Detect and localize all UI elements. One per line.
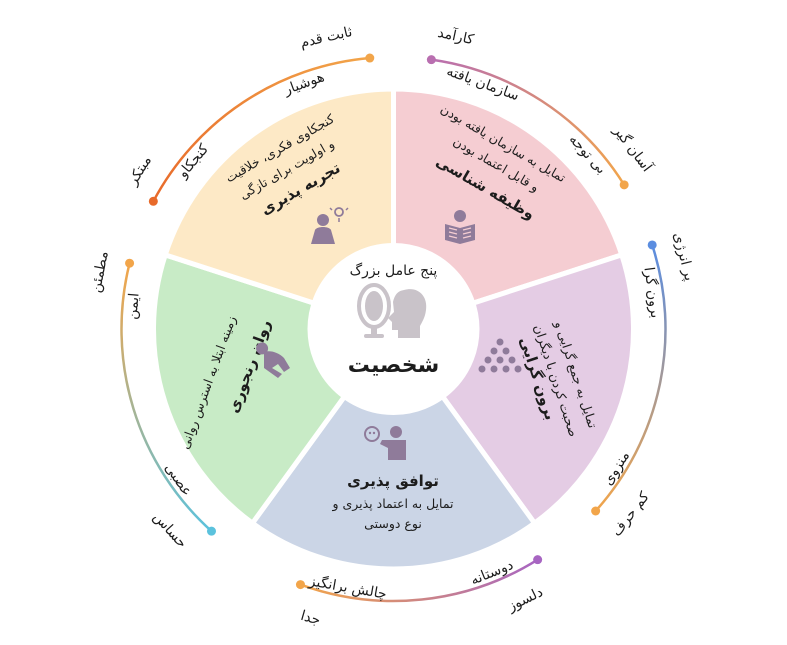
friendly-person-icon — [364, 426, 406, 460]
arc-label-agreeableness-outer-start: دلسوز — [504, 584, 545, 615]
group-pyramid-icon — [478, 338, 522, 373]
center-hub: پنج عامل بزرگ شخصیت — [307, 243, 480, 415]
arc-dot-start-agreeableness — [533, 555, 543, 565]
arc-dot-start-neuroticism — [206, 526, 216, 536]
arc-extraversion — [594, 244, 667, 512]
arc-label-neuroticism-inner-end: ایمن — [124, 292, 142, 320]
arc-label-conscientiousness-outer-start: کارآمد — [436, 24, 475, 48]
arc-label-openness-outer-end: ثابت قدم — [299, 24, 354, 52]
idea-person-icon — [311, 207, 349, 244]
center-title: پنج عامل بزرگ — [350, 261, 438, 279]
segment-desc2-agreeableness: نوع دوستی — [364, 516, 422, 532]
arc-label-neuroticism-outer-start: حساس — [150, 509, 190, 551]
arc-agreeableness — [300, 558, 539, 603]
arc-label-extraversion-outer-start: پر انرژی — [670, 231, 697, 283]
center-main: شخصیت — [348, 353, 439, 378]
arc-label-openness-outer-start: مبتکر — [124, 153, 155, 189]
arc-label-openness-inner-end: هوشیار — [281, 69, 327, 99]
arc-dot-end-neuroticism — [125, 258, 135, 268]
arc-label-extraversion-inner-start: برون گرا — [640, 266, 664, 319]
sitting-sad-person-icon — [256, 342, 290, 378]
arc-dot-end-extraversion — [591, 506, 601, 516]
arc-label-neuroticism-outer-end: مطمئن — [88, 250, 112, 294]
arc-label-conscientiousness-outer-end: آسان گیر — [609, 122, 656, 176]
arc-dot-end-conscientiousness — [619, 180, 629, 190]
arc-dot-start-extraversion — [647, 240, 657, 250]
arc-label-extraversion-outer-end: کم حرف — [609, 489, 653, 540]
reading-person-icon — [445, 210, 475, 244]
arc-neuroticism — [120, 262, 213, 533]
arc-conscientiousness — [431, 58, 626, 186]
segment-desc-agreeableness: تمایل به اعتماد پذیری و — [331, 496, 454, 512]
segment-title-agreeableness: توافق پذیری — [347, 472, 439, 491]
head-mirror-icon — [357, 283, 427, 338]
arc-openness — [152, 56, 370, 202]
arc-dot-start-conscientiousness — [426, 55, 436, 65]
arc-dot-start-openness — [148, 196, 158, 206]
arc-dot-end-agreeableness — [295, 580, 305, 590]
arc-label-agreeableness-outer-end: جدا — [299, 608, 323, 629]
arc-dot-end-openness — [365, 53, 375, 63]
